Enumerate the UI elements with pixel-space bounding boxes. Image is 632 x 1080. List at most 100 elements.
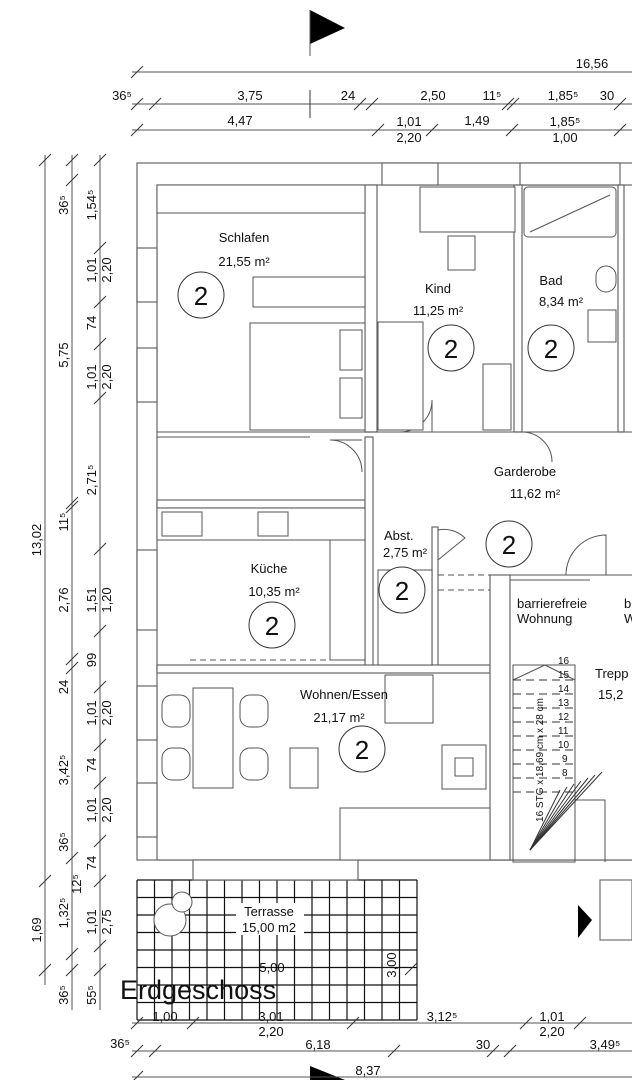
step-number: 16: [558, 656, 570, 667]
dim-label: 2,76: [56, 587, 71, 612]
stair-winder: [529, 774, 596, 851]
dim-label: 2,71⁵: [84, 465, 99, 496]
room-area: 8,34 m²: [539, 294, 584, 309]
room-wohnen-essen: Wohnen/Essen 21,17 m² 2: [300, 687, 388, 773]
room-terrasse: Terrasse 15,00 m2: [236, 903, 304, 935]
neighbor-label: barrierefreie: [517, 596, 587, 611]
stairwell-area: 15,2: [598, 687, 623, 702]
unit-number: 2: [544, 334, 558, 364]
entrance-arrow-icon: [578, 905, 592, 938]
stair-winder: [529, 786, 568, 851]
dim-label: 1,01: [84, 797, 99, 822]
unit-number: 2: [502, 530, 516, 560]
dim-label: 2,50: [420, 88, 445, 103]
dim-label: 4,47: [227, 113, 252, 128]
neighbor-unit: barrierefreie Wohnung b W Trepp 15,2: [517, 596, 632, 702]
room-area: 2,75 m²: [383, 545, 428, 560]
room-area: 11,25 m²: [413, 303, 464, 318]
dim-overall-width: 8,37: [355, 1063, 380, 1078]
top-dimensions: 16,56 36⁵ 3,75 24 2,50 11⁵ 1,85⁵ 30 4,47…: [112, 56, 632, 145]
stair-spec: 16 STG x 18,69 cm x 28 cm: [535, 698, 546, 822]
room-name: Küche: [251, 561, 288, 576]
room-area: 11,62 m²: [510, 486, 561, 501]
room-name: Schlafen: [219, 230, 270, 245]
dim-label: 5,00: [259, 960, 284, 975]
dim-label: 24: [56, 680, 71, 694]
dim-label: 3,12⁵: [427, 1009, 458, 1024]
unit-number: 2: [355, 735, 369, 765]
left-dimensions: 13,02 1,69 36⁵ 5,75 11⁵ 2,76 24 3,42⁵ 36…: [29, 153, 114, 1010]
dim-label: 1,01: [84, 364, 99, 389]
dim-label: 74: [84, 316, 99, 330]
step-number: 14: [558, 684, 570, 695]
dim-label: 2,20: [396, 130, 421, 145]
room-bad: Bad 8,34 m² 2: [527, 273, 584, 372]
dim-label: 1,00: [552, 130, 577, 145]
dim-label: 1,49: [464, 113, 489, 128]
dim-label: 1,51: [84, 587, 99, 612]
dim-label: 2,20: [99, 797, 114, 822]
room-kueche: Küche 10,35 m² 2: [248, 561, 300, 649]
room-name: Wohnen/Essen: [300, 687, 388, 702]
room-name: Kind: [425, 281, 451, 296]
dim-label: 3,00: [384, 952, 399, 977]
room-area: 15,00 m2: [242, 920, 296, 935]
step-number: 8: [562, 768, 568, 779]
dim-label: 1,85⁵: [550, 114, 581, 129]
neighbor-label: Wohnung: [517, 611, 572, 626]
dim-label: 24: [341, 88, 355, 103]
dim-label: 1,54⁵: [84, 190, 99, 221]
step-number: 12: [558, 712, 570, 723]
room-name: Garderobe: [494, 464, 556, 479]
dim-label: 1,85⁵: [548, 88, 579, 103]
step-number: 13: [558, 698, 570, 709]
dim-label: 3,42⁵: [56, 755, 71, 786]
dim-label: 1,69: [29, 917, 44, 942]
dim-label: 2,20: [539, 1024, 564, 1039]
room-abstellraum: Abst. 2,75 m² 2: [378, 528, 428, 614]
room-schlafen: Schlafen 21,55 m² 2: [177, 230, 270, 319]
dim-label: 3,49⁵: [590, 1037, 621, 1052]
dim-label: 6,18: [305, 1037, 330, 1052]
room-name: Terrasse: [244, 904, 294, 919]
dim-label: 1,01: [84, 257, 99, 282]
step-number: 9: [562, 754, 568, 765]
dim-label: 3,75: [237, 88, 262, 103]
stair-winder: [529, 777, 589, 851]
room-garderobe: Garderobe 11,62 m² 2: [485, 464, 561, 568]
entrance-step: [599, 879, 632, 941]
floor-title: Erdgeschoss: [120, 975, 276, 1005]
dim-label: 36⁵: [56, 195, 71, 215]
dim-label: 36⁵: [56, 985, 71, 1005]
step-number: 10: [558, 740, 570, 751]
step-number: 15: [558, 670, 570, 681]
dim-label: 74: [84, 758, 99, 772]
unit-number: 2: [444, 334, 458, 364]
room-area: 21,17 m²: [313, 710, 365, 725]
dim-label: 1,20: [99, 587, 114, 612]
dim-label: 11⁵: [483, 88, 502, 103]
dim-label: 11⁵: [56, 513, 71, 532]
dim-label: 2,20: [99, 700, 114, 725]
room-name: Abst.: [384, 528, 414, 543]
unit-number: 2: [395, 576, 409, 606]
stairwell-name: Trepp: [595, 666, 628, 681]
dim-label: 2,20: [99, 364, 114, 389]
dim-label: 1,01: [84, 700, 99, 725]
dim-label: 99: [84, 653, 99, 667]
stair-winder: [529, 780, 582, 851]
staircase: [512, 664, 606, 863]
neighbor-label: b: [624, 596, 631, 611]
furniture: [153, 184, 617, 937]
dim-label: 1,32⁵: [56, 898, 71, 929]
stair-winder: [529, 771, 603, 851]
dim-label: 1,01: [539, 1009, 564, 1024]
room-kind: Kind 11,25 m² 2: [413, 281, 475, 372]
dim-label: 55⁵: [84, 985, 99, 1005]
room-area: 21,55 m²: [218, 254, 270, 269]
stair-winder: [529, 783, 575, 851]
neighbor-label: W: [624, 611, 632, 626]
dim-label: 5,75: [56, 342, 71, 367]
dim-label: 36⁵: [112, 88, 132, 103]
